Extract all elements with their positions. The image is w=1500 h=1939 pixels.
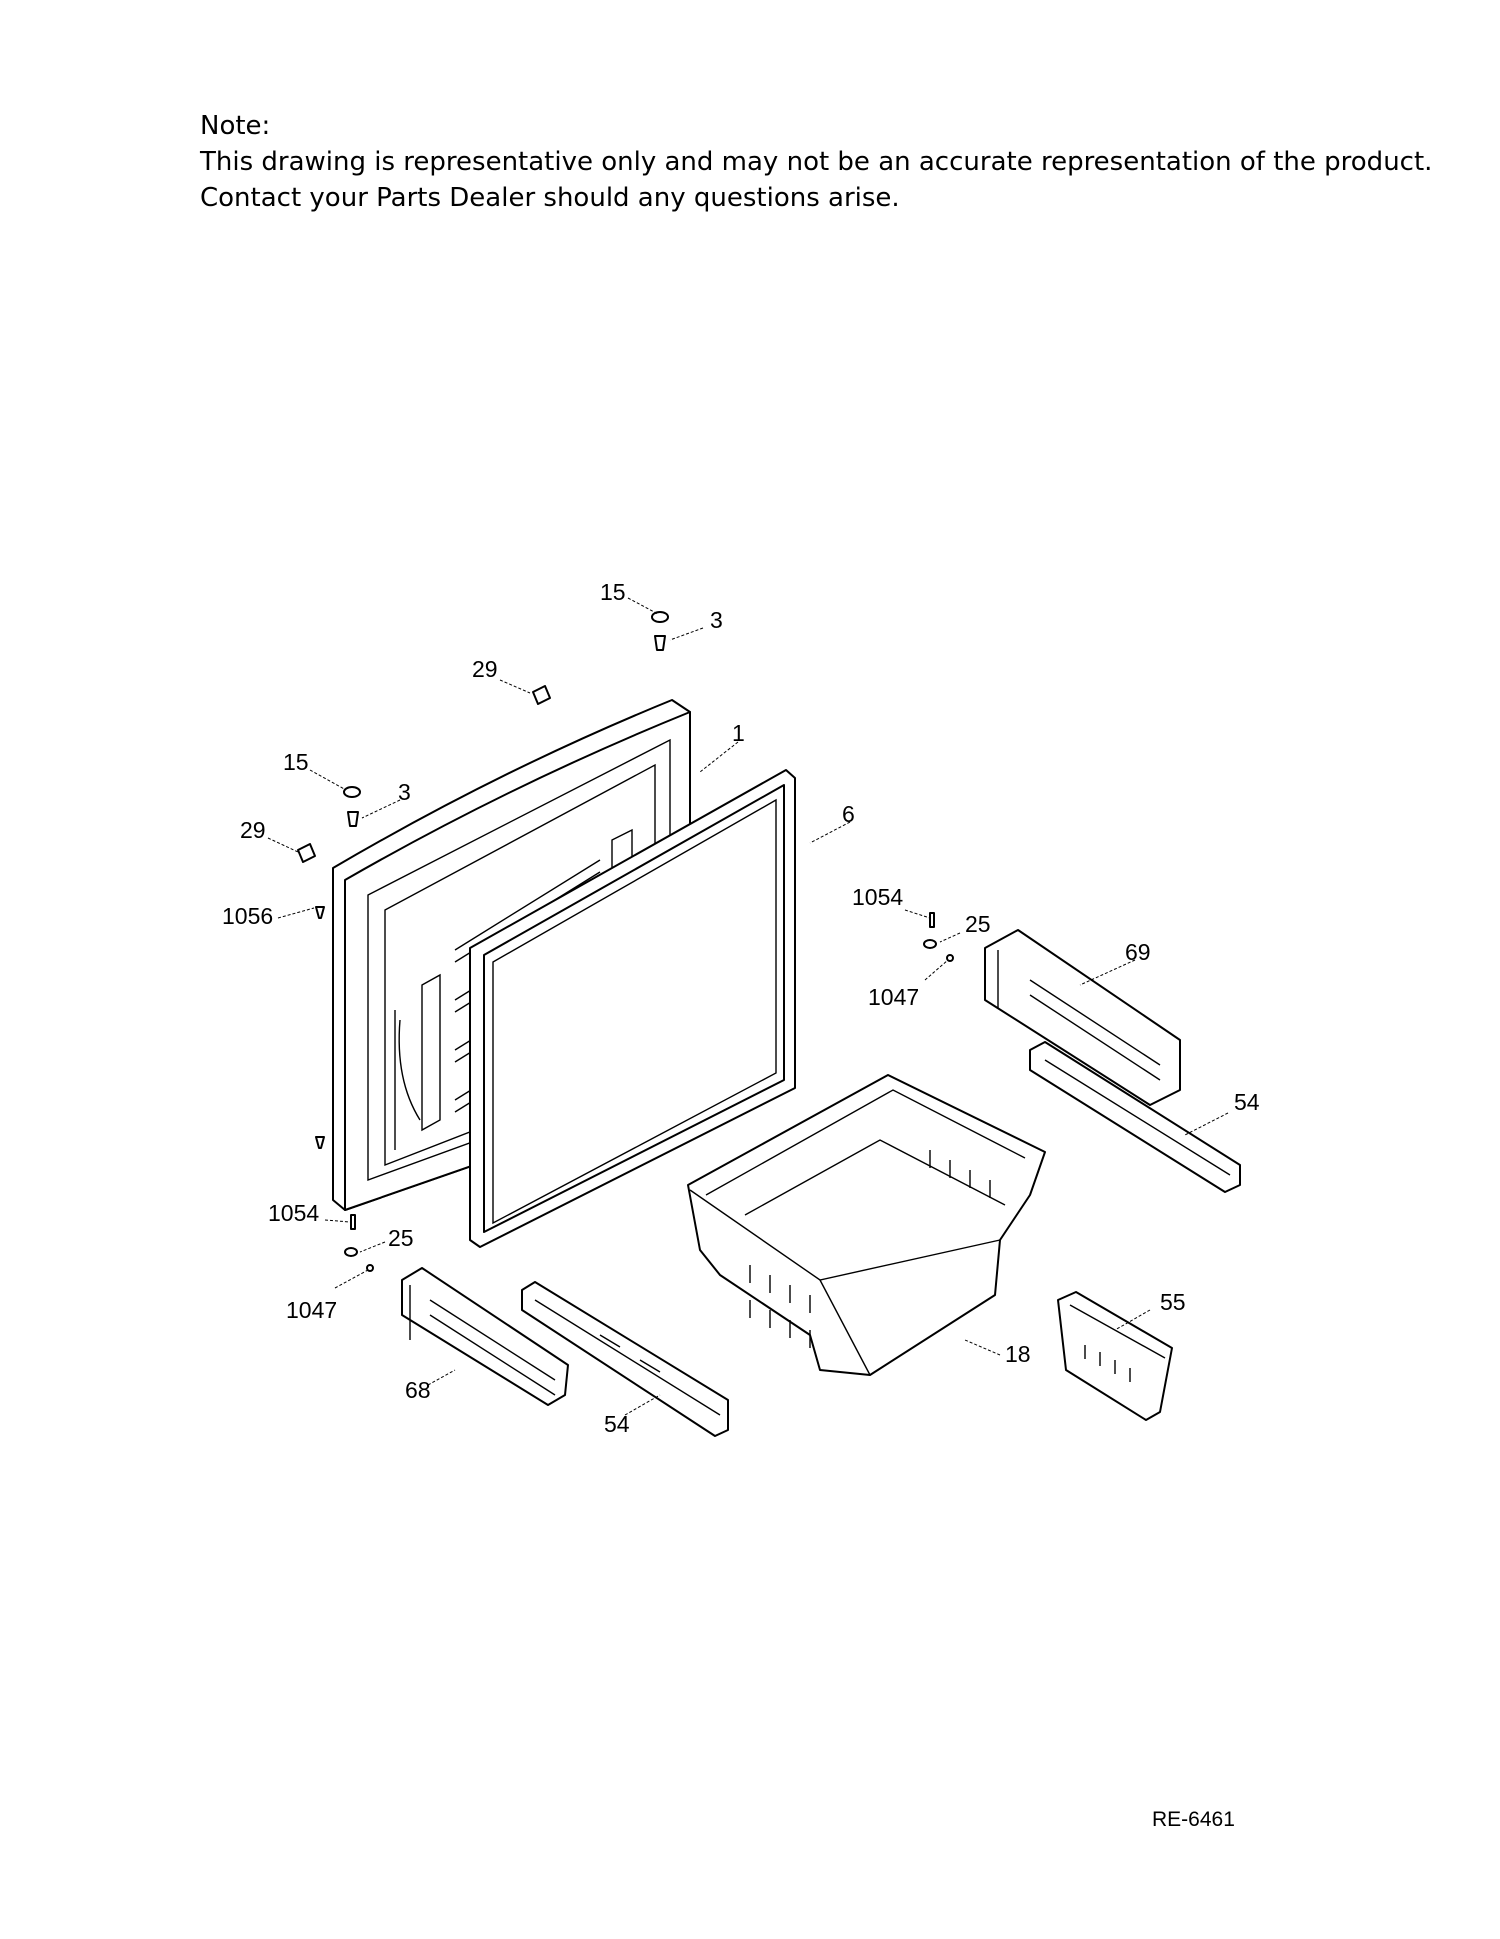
right-slide-rail — [1029, 1041, 1241, 1193]
note-line-1: This drawing is representative only and … — [200, 147, 1433, 177]
callout-1047-right: 1047 — [868, 984, 919, 1010]
callout-15-left: 15 — [283, 749, 309, 775]
callout-3-left: 3 — [398, 779, 411, 805]
disclaimer-note: Note: This drawing is representative onl… — [200, 108, 1450, 216]
callout-54-left: 54 — [604, 1411, 630, 1437]
freezer-basket — [687, 1074, 1046, 1376]
screw-1056 — [315, 906, 325, 1149]
callout-25-right: 25 — [965, 911, 991, 937]
callout-15-top: 15 — [600, 579, 626, 605]
callout-54-right: 54 — [1234, 1089, 1260, 1115]
callout-labels: 15 3 29 1 15 3 29 6 1056 1054 25 69 1047… — [222, 579, 1260, 1437]
callout-68: 68 — [405, 1377, 431, 1403]
drawing-code: RE-6461 — [1152, 1808, 1235, 1831]
callout-1056: 1056 — [222, 903, 273, 929]
leader-lines — [267, 597, 1229, 1416]
callout-55: 55 — [1160, 1289, 1186, 1315]
callout-6: 6 — [842, 801, 855, 827]
callout-69: 69 — [1125, 939, 1151, 965]
callout-1054-right: 1054 — [852, 884, 903, 910]
callout-1047-left: 1047 — [286, 1297, 337, 1323]
basket-divider — [1057, 1291, 1173, 1421]
right-rail-bracket — [984, 929, 1181, 1106]
door-stop-top — [532, 685, 551, 705]
door-gasket — [469, 769, 796, 1248]
callout-29-top: 29 — [472, 656, 498, 682]
left-slide-rail — [521, 1281, 729, 1437]
callout-25-left: 25 — [388, 1225, 414, 1251]
note-line-2: Contact your Parts Dealer should any que… — [200, 183, 900, 213]
callout-3-top: 3 — [710, 607, 723, 633]
left-rail-bracket — [401, 1267, 569, 1406]
screw-set-right — [923, 912, 954, 962]
basket-slots — [749, 1150, 991, 1348]
callout-18: 18 — [1005, 1341, 1031, 1367]
door-stop-left — [297, 843, 316, 863]
hinge-pin-top — [651, 611, 669, 651]
hinge-pin-left — [343, 786, 361, 827]
note-heading: Note: — [200, 111, 271, 141]
callout-1: 1 — [732, 720, 745, 746]
screw-set-left — [344, 1214, 374, 1272]
callout-29-left: 29 — [240, 817, 266, 843]
callout-1054-left: 1054 — [268, 1200, 319, 1226]
